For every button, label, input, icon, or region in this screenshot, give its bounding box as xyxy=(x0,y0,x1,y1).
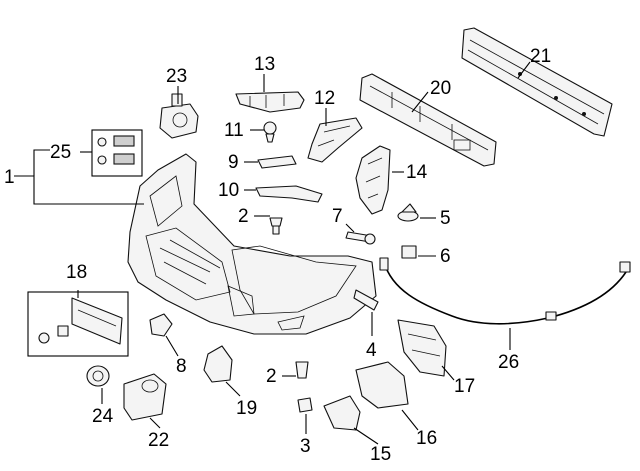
callout-3: 3 xyxy=(300,436,311,457)
part-24-sensor-retainer xyxy=(86,365,110,387)
part-23-sensor-bracket xyxy=(159,93,199,139)
part-16-cover xyxy=(355,361,409,409)
callout-23: 23 xyxy=(166,66,187,87)
callout-2-lower: 2 xyxy=(266,366,277,387)
callout-labels: 1 25 23 13 12 11 9 10 2 7 14 5 6 20 21 4… xyxy=(4,46,551,465)
callout-11: 11 xyxy=(224,120,244,141)
part-2-clip-lower xyxy=(295,361,309,379)
part-19-lamp-socket xyxy=(203,345,233,383)
part-5-grommet xyxy=(397,203,419,222)
part-9-clip-bracket xyxy=(257,155,297,169)
part-21-reinforcement-bar xyxy=(461,27,613,137)
callout-5: 5 xyxy=(440,208,451,229)
part-25-clip-set xyxy=(91,129,143,177)
callout-24: 24 xyxy=(92,406,114,427)
callout-26: 26 xyxy=(498,352,519,373)
callout-9: 9 xyxy=(228,152,239,173)
part-11-push-clip xyxy=(263,121,277,143)
part-13-bracket xyxy=(235,91,305,113)
part-1-bumper-cover xyxy=(127,153,377,335)
callout-13: 13 xyxy=(254,54,275,75)
callout-12: 12 xyxy=(314,88,335,109)
part-17-shield xyxy=(397,319,447,377)
part-14-retainer xyxy=(355,145,391,215)
part-15-deflector xyxy=(323,395,361,431)
leader-lines xyxy=(14,61,531,445)
callout-1: 1 xyxy=(4,167,15,188)
part-3-clip xyxy=(297,397,313,413)
part-12-side-bracket xyxy=(307,117,363,163)
part-4-bolt xyxy=(353,289,379,311)
callout-19: 19 xyxy=(236,398,257,419)
callout-22: 22 xyxy=(148,430,169,451)
part-6-nut xyxy=(401,245,417,259)
part-2-clip-upper xyxy=(269,217,283,235)
callout-16: 16 xyxy=(416,428,437,449)
callout-4: 4 xyxy=(366,340,377,361)
callout-20: 20 xyxy=(430,78,451,99)
callout-2-upper: 2 xyxy=(238,206,249,227)
part-26-wire-harness xyxy=(379,257,631,325)
callout-18: 18 xyxy=(66,262,87,283)
callout-14: 14 xyxy=(406,162,428,183)
callout-10: 10 xyxy=(218,180,239,201)
callout-17: 17 xyxy=(454,376,475,397)
callout-15: 15 xyxy=(370,444,391,465)
part-18-license-bracket xyxy=(27,291,129,357)
callout-8: 8 xyxy=(176,356,187,377)
part-20-energy-absorber xyxy=(359,73,497,167)
callout-6: 6 xyxy=(440,246,451,267)
part-22-parking-sensor xyxy=(123,373,167,421)
part-8-tow-cap xyxy=(149,313,173,337)
callout-7: 7 xyxy=(332,206,343,227)
callout-25: 25 xyxy=(50,142,71,163)
callout-21: 21 xyxy=(530,46,551,67)
part-7-screw xyxy=(345,231,376,245)
part-10-long-bracket xyxy=(255,185,323,203)
